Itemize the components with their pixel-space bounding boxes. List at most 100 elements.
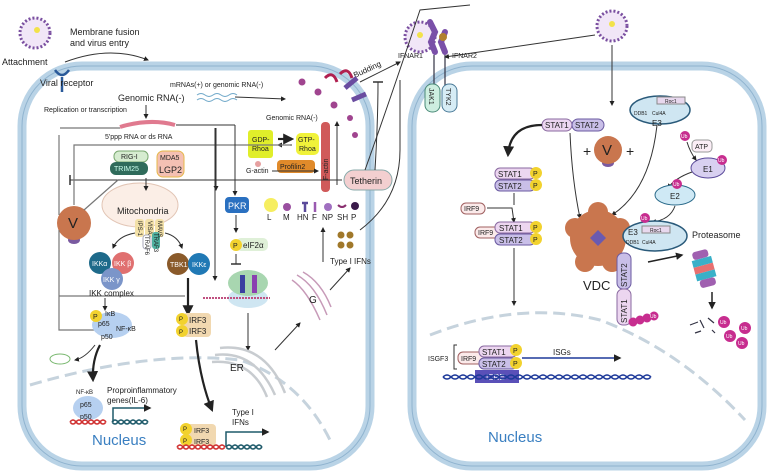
isgf3-cyto-p2: P <box>533 237 538 244</box>
isgf3-irf9-label: IRF9 <box>461 356 476 363</box>
trim25-node <box>110 162 148 175</box>
mrnas-label: mRNAs(+) or genomic RNA(-) <box>170 82 263 89</box>
budding-particles <box>298 78 358 138</box>
left-nucleus-label: Nucleus <box>92 432 146 449</box>
dna-isg-icon <box>442 374 652 380</box>
atp-node <box>691 139 713 153</box>
mrna-icon <box>196 93 238 102</box>
replication-label: Replication or transcription <box>44 107 127 114</box>
pkr-node <box>225 197 249 213</box>
proteasome-label: Proteasome <box>692 230 741 240</box>
gtp-rhoa-label-2: Rhoa <box>299 146 316 153</box>
jak1-node <box>424 83 441 113</box>
stat2-node <box>571 118 605 132</box>
p50-label: p50 <box>101 334 113 341</box>
f-glycoprotein-icon <box>343 76 367 103</box>
isgf3-cyto-stat2-label: STAT2 <box>499 236 523 245</box>
irf3-nuc-label-1: IRF3 <box>194 428 209 435</box>
virus-entry-label: and virus entry <box>70 38 130 48</box>
isgf3-cyto-p1: P <box>533 225 538 232</box>
g-actin-icon <box>255 161 261 167</box>
e1-label: E1 <box>703 165 713 174</box>
pkr-label: PKR <box>228 201 247 211</box>
profilin2-node <box>277 160 315 173</box>
irf3-nuc-p1: P <box>183 427 187 433</box>
v-protein-right-label: V <box>602 142 612 159</box>
ifnar-receptor-icon <box>427 19 448 88</box>
ifnar2-label: IFNAR2 <box>452 53 477 60</box>
mda5-label: MDA5 <box>160 155 180 162</box>
isgs-label: ISGs <box>553 348 571 357</box>
eif2a-label: eIF2α <box>243 241 264 250</box>
free-ub-2: Ub <box>741 326 748 332</box>
proinflammatory-label-2: genes(IL-6) <box>107 396 148 405</box>
nfkb-complex <box>92 312 132 338</box>
lgp2-label: LGP2 <box>159 165 182 175</box>
mitochondria-label: Mitochondria <box>117 206 169 216</box>
roc1-vdc-label: Roc1 <box>650 228 662 234</box>
e1-node <box>690 157 726 179</box>
ub-4-label: Ub <box>641 216 648 222</box>
rig-i-label: RIG-I <box>121 154 138 161</box>
tetherin-label: Tetherin <box>350 176 382 186</box>
free-ub-3: Ub <box>726 334 733 340</box>
irf3-nuc-p2: P <box>183 439 187 445</box>
stat1-degrading-label: STAT1 <box>620 299 629 323</box>
profilin2-label: Profilin2 <box>280 164 305 171</box>
ikb-p-label: P <box>93 314 98 321</box>
dna-il6-icon <box>69 419 107 425</box>
v-protein-right <box>594 136 622 164</box>
cul4a-vdc-label: Cul4A <box>642 240 656 246</box>
irf3-p1-label: P <box>179 317 183 323</box>
cul4a-label: Cul4A <box>652 111 666 117</box>
eif2a-phospho-icon <box>230 239 242 251</box>
pstat1-label: STAT1 <box>498 170 522 179</box>
free-ubiquitin-icons <box>718 316 751 349</box>
protein-p-label: P <box>351 213 356 222</box>
tbk1-label: TBK1 <box>170 262 188 269</box>
p65-label: p65 <box>98 321 110 328</box>
ikk-beta-node <box>112 252 134 274</box>
budding-label: Budding <box>352 59 382 80</box>
proteasome-icon <box>691 249 717 288</box>
tetherin-node[interactable] <box>343 169 393 191</box>
protein-hn-label: HN <box>297 213 309 222</box>
p50-nuc-label: p50 <box>80 414 92 421</box>
phospho-icon <box>90 310 102 322</box>
protein-np-label: NP <box>322 213 333 222</box>
degraded-ikb-icon <box>49 353 71 365</box>
jak1-label: JAK1 <box>427 88 434 105</box>
ikk-alpha-label: IKKα <box>92 261 107 268</box>
right-nuclear-envelope <box>429 311 747 422</box>
stat2-label: STAT2 <box>575 121 599 130</box>
ifn-particles <box>337 231 354 249</box>
pstat2-p: P <box>533 183 538 190</box>
irf3-label-2: IRF3 <box>189 327 207 336</box>
hn-glycoprotein-icon <box>323 69 354 83</box>
isgf3-p1: P <box>513 348 518 355</box>
gdp-rhoa-label-1: GDP- <box>252 137 270 144</box>
ub-2-label: Ub <box>718 158 725 164</box>
irf3-p2-label: P <box>179 330 183 336</box>
pstat1-p: P <box>533 171 538 178</box>
protein-f-label: F <box>312 213 317 222</box>
ikk-gamma-node <box>101 268 123 290</box>
polyubiquitin-chain <box>628 311 659 327</box>
genomic-rna-label: Genomic RNA(-) <box>118 93 185 103</box>
stat2-degrading-label: STAT2 <box>620 263 629 287</box>
golgi-label: G <box>309 295 317 306</box>
ddb1-label: DDB1 <box>634 111 648 117</box>
type1-ifns-label: Type I IFNs <box>330 257 371 266</box>
gtp-rhoa-node <box>296 133 319 155</box>
traf3-label: TRAF3 <box>152 233 158 253</box>
protein-sh-label: SH <box>337 213 348 222</box>
er-icon <box>211 346 287 398</box>
e2-label: E2 <box>670 192 680 201</box>
e3-ligase-vdc <box>622 220 688 252</box>
ifnar1-label: IFNAR1 <box>398 53 423 60</box>
free-ub-4: Ub <box>738 341 745 347</box>
visa-label: VISA <box>146 221 152 235</box>
dna-ifn-icon <box>176 444 226 450</box>
